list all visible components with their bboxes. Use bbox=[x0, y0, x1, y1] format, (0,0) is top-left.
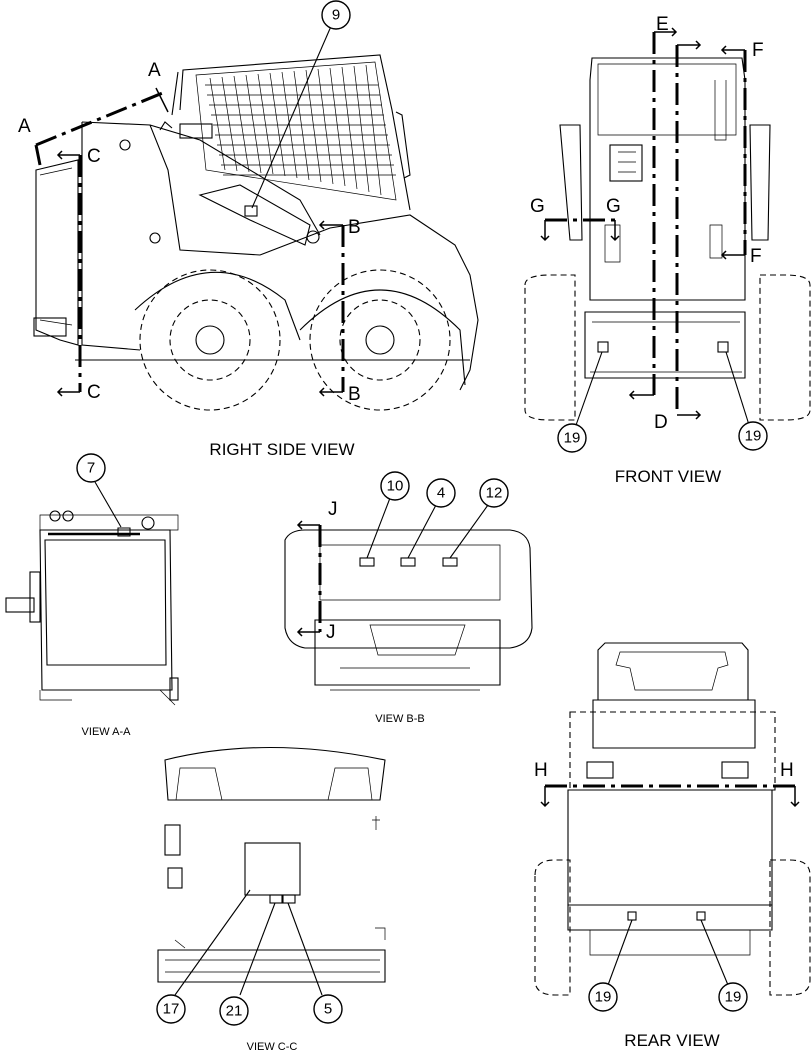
svg-text:19: 19 bbox=[745, 428, 762, 445]
svg-text:21: 21 bbox=[226, 1003, 243, 1020]
front-view: 19 19 E D F F G G FRONT VIEW bbox=[524, 14, 811, 486]
callout-7: 7 bbox=[76, 453, 106, 483]
section-label-f: F bbox=[750, 246, 762, 267]
svg-text:19: 19 bbox=[564, 430, 581, 447]
section-label-b: B bbox=[348, 384, 361, 405]
callout-19: 19 bbox=[588, 982, 618, 1012]
section-label-d: D bbox=[654, 412, 668, 433]
section-label-j: J bbox=[326, 622, 336, 643]
svg-text:12: 12 bbox=[486, 485, 503, 502]
caption-view-a-a: VIEW A-A bbox=[82, 726, 132, 738]
svg-text:4: 4 bbox=[437, 485, 445, 502]
section-label-c: C bbox=[87, 146, 101, 167]
callout-19: 19 bbox=[718, 982, 748, 1012]
section-label-f: F bbox=[752, 40, 764, 61]
section-label-j: J bbox=[328, 499, 338, 520]
section-label-h: H bbox=[534, 760, 548, 781]
svg-text:5: 5 bbox=[324, 1001, 332, 1018]
callout-21: 21 bbox=[219, 996, 249, 1026]
section-label-a: A bbox=[18, 116, 31, 137]
callout-9: 9 bbox=[321, 0, 351, 30]
callout-5: 5 bbox=[313, 994, 343, 1024]
section-label-e: E bbox=[656, 14, 669, 35]
callout-10: 10 bbox=[380, 471, 410, 501]
section-label-a: A bbox=[148, 60, 161, 81]
caption-right-side-view: RIGHT SIDE VIEW bbox=[209, 440, 354, 459]
svg-text:19: 19 bbox=[725, 989, 742, 1006]
svg-text:9: 9 bbox=[332, 7, 340, 24]
callout-4: 4 bbox=[426, 478, 456, 508]
section-label-g: G bbox=[606, 196, 621, 217]
section-label-g: G bbox=[530, 196, 545, 217]
svg-text:10: 10 bbox=[387, 478, 404, 495]
caption-view-b-b: VIEW B-B bbox=[375, 713, 425, 725]
section-label-b: B bbox=[348, 217, 361, 238]
view-a-a: 7 VIEW A-A bbox=[5, 453, 179, 738]
svg-text:19: 19 bbox=[595, 989, 612, 1006]
view-c-c: 17 21 5 VIEW C-C bbox=[156, 747, 386, 1053]
view-b-b: 10 4 12 J J VIEW B-B bbox=[284, 471, 533, 725]
callout-17: 17 bbox=[156, 994, 186, 1024]
caption-rear-view: REAR VIEW bbox=[624, 1031, 719, 1050]
caption-view-c-c: VIEW C-C bbox=[247, 1041, 298, 1053]
callout-19: 19 bbox=[557, 423, 587, 453]
right-side-view: 9 A A C C B B RIGHT SIDE VIEW bbox=[18, 0, 479, 459]
svg-text:17: 17 bbox=[163, 1001, 180, 1018]
callout-19: 19 bbox=[738, 421, 768, 451]
svg-text:7: 7 bbox=[87, 460, 95, 477]
callout-12: 12 bbox=[479, 478, 509, 508]
rear-view: 19 19 H H REAR VIEW bbox=[534, 642, 811, 1050]
section-label-c: C bbox=[87, 382, 101, 403]
section-label-h: H bbox=[780, 760, 794, 781]
caption-front-view: FRONT VIEW bbox=[615, 467, 721, 486]
